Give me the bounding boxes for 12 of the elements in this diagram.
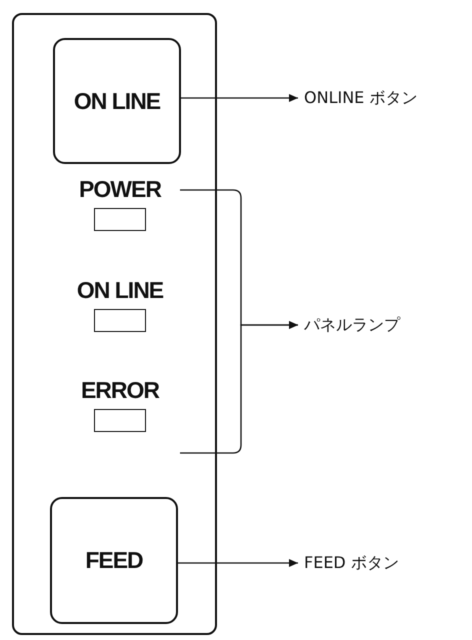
panel-button: FEED [50,497,178,624]
control-panel [12,13,217,635]
arrow [178,559,298,567]
callout-label: FEED ボタン [304,553,399,573]
lamp-label: ON LINE [76,277,164,303]
lamp-label: ERROR [80,377,160,403]
bracket-arrow [180,321,298,454]
panel-button: ON LINE [53,38,181,164]
callout-label: ONLINE ボタン [304,88,418,108]
callout-label: パネルランプ [304,315,400,335]
lamp-label: POWER [79,176,161,202]
arrow [181,94,298,102]
